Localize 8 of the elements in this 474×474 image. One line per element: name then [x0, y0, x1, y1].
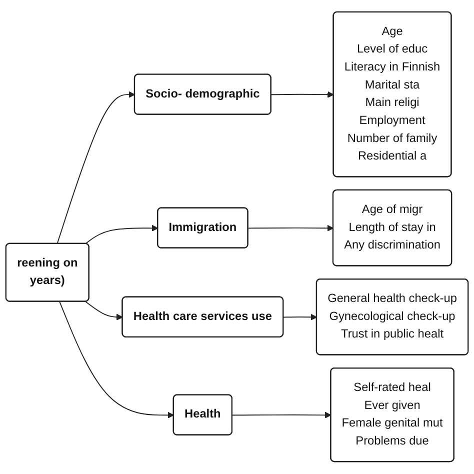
arrow: [85, 301, 123, 321]
arrow: [56, 92, 136, 245]
arrow: [85, 225, 158, 245]
arrow: [270, 92, 334, 98]
arrow: [248, 225, 334, 232]
arrow: [282, 314, 318, 321]
arrow: [59, 301, 174, 419]
arrow: [232, 412, 332, 419]
